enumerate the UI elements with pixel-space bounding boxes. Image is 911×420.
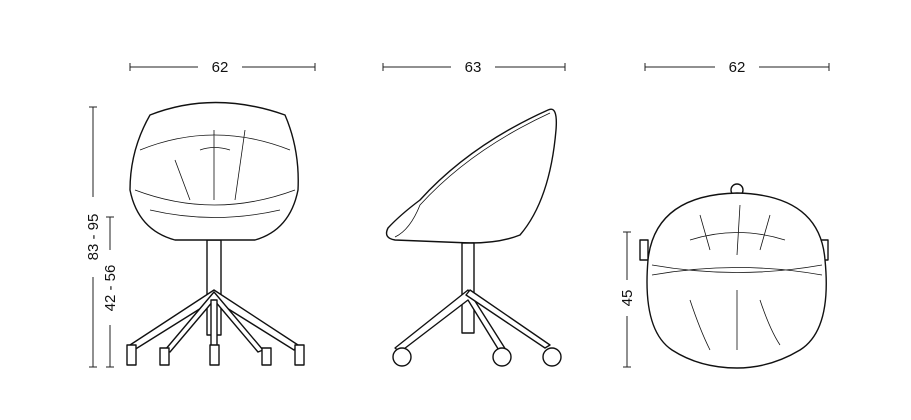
total-height-label: 83 - 95 bbox=[85, 214, 102, 261]
side-depth-dimension: 63 bbox=[382, 59, 566, 76]
seat-height-dimension: 42 - 56 bbox=[102, 216, 119, 368]
top-depth-dimension: 45 bbox=[619, 231, 636, 368]
total-height-dimension: 83 - 95 bbox=[85, 106, 102, 368]
side-view-chair bbox=[385, 108, 562, 367]
top-width-label: 62 bbox=[729, 59, 746, 76]
top-view-chair bbox=[639, 183, 829, 369]
front-width-dimension: 62 bbox=[129, 59, 316, 76]
seat-height-label: 42 - 56 bbox=[102, 265, 119, 312]
side-depth-label: 63 bbox=[465, 59, 482, 76]
top-depth-label: 45 bbox=[619, 290, 636, 307]
front-width-label: 62 bbox=[212, 59, 229, 76]
front-view-chair bbox=[126, 101, 305, 366]
top-width-dimension: 62 bbox=[644, 59, 830, 76]
